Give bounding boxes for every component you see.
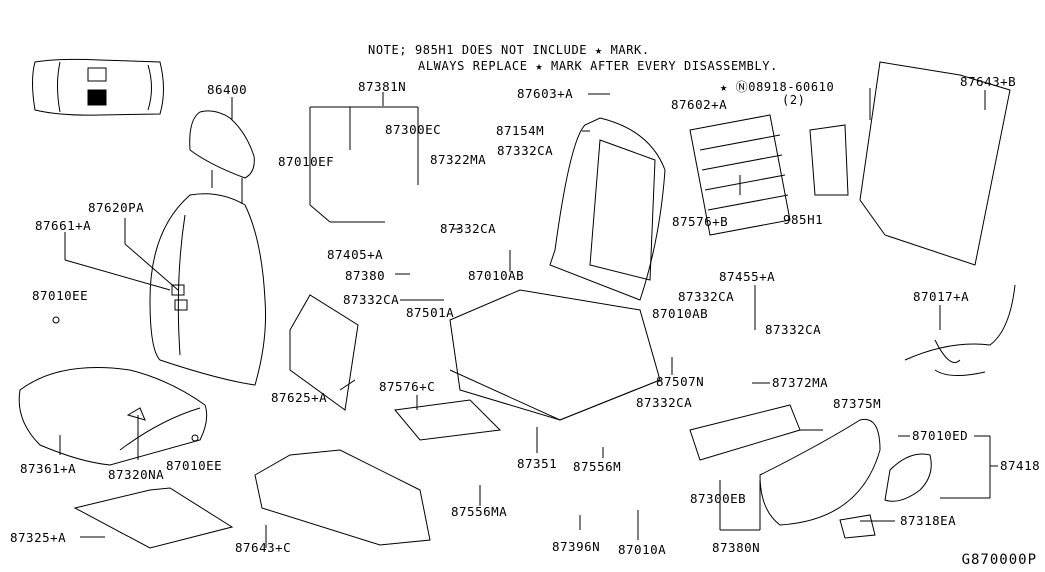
part-label-87643c[interactable]: 87643+C [235,540,292,555]
part-label-87620pa[interactable]: 87620PA [88,200,145,215]
headrest-drawing [189,110,255,204]
part-label-87010ab-1[interactable]: 87010AB [468,268,525,283]
part-label-87602a[interactable]: 87602+A [671,97,728,112]
part-label-87556m[interactable]: 87556M [573,459,622,474]
part-label-87375m[interactable]: 87375M [833,396,882,411]
part-label-87332ca-1[interactable]: 87332CA [497,143,554,158]
part-label-87332ca-4[interactable]: 87332CA [678,289,735,304]
seat-frame-drawing [449,289,661,421]
part-label-87625a[interactable]: 87625+A [271,390,328,405]
note-line-1: NOTE; 985H1 DOES NOT INCLUDE ★ MARK. [368,43,650,57]
seat-cushion-drawing [18,367,208,466]
part-label-87405a[interactable]: 87405+A [327,247,384,262]
part-label-87396n[interactable]: 87396N [552,539,601,554]
part-label-87372ma[interactable]: 87372MA [772,375,829,390]
part-label-86400[interactable]: 86400 [207,82,248,97]
part-label-87010ef[interactable]: 87010EF [278,154,335,169]
part-label-87507n[interactable]: 87507N [656,374,705,389]
part-label-87318ea[interactable]: 87318EA [900,513,957,528]
part-label-87154m[interactable]: 87154M [496,123,545,138]
part-label-87325a[interactable]: 87325+A [10,530,67,545]
seatback-frame-drawing [549,117,666,301]
part-label-87010ab-2[interactable]: 87010AB [652,306,709,321]
part-label-87643b[interactable]: 87643+B [960,74,1017,89]
part-label-87381n[interactable]: 87381N [358,79,407,94]
part-label-87576b[interactable]: 87576+B [672,214,729,229]
part-label-87010ed[interactable]: 87010ED [912,428,969,443]
part-label-87418[interactable]: 87418 [1000,458,1041,473]
seatback-drawing [149,193,267,386]
part-label-87322ma[interactable]: 87322MA [430,152,487,167]
part-label-87361a[interactable]: 87361+A [20,461,77,476]
note-line-2: ALWAYS REPLACE ★ MARK AFTER EVERY DISASS… [418,59,778,73]
part-label-87300eb[interactable]: 87300EB [690,491,747,506]
cushion-pad-drawing [73,487,234,549]
part-label-87332ca-3[interactable]: 87332CA [343,292,400,307]
part-label-87576c[interactable]: 87576+C [379,379,436,394]
part-label-87603a[interactable]: 87603+A [517,86,574,101]
part-label-87010a[interactable]: 87010A [618,542,667,557]
part-label-87380[interactable]: 87380 [345,268,386,283]
part-label-87010ee-1[interactable]: 87010EE [32,288,89,303]
diagram-code: G870000P [961,552,1037,568]
special-part-note: ★ Ⓝ08918-60610 [720,80,835,94]
vehicle-top-view-icon [32,58,164,116]
part-label-87017a[interactable]: 87017+A [913,289,970,304]
wiring-harness-drawing [904,284,1016,376]
part-label-87501a[interactable]: 87501A [406,305,455,320]
part-label-985h1[interactable]: 985H1 [783,212,824,227]
part-label-87010ee-2[interactable]: 87010EE [166,458,223,473]
part-label-87455a[interactable]: 87455+A [719,269,776,284]
part-label-87300ec[interactable]: 87300EC [385,122,442,137]
part-label-87332ca-5[interactable]: 87332CA [765,322,822,337]
special-part-qty: (2) [782,93,806,107]
part-label-87320na[interactable]: 87320NA [108,467,165,482]
part-label-87380n[interactable]: 87380N [712,540,761,555]
part-label-87332ca-2[interactable]: 87332CA [440,221,497,236]
part-label-87661a[interactable]: 87661+A [35,218,92,233]
part-label-87351[interactable]: 87351 [517,456,558,471]
part-label-87556ma[interactable]: 87556MA [451,504,508,519]
part-label-87332ca-6[interactable]: 87332CA [636,395,693,410]
